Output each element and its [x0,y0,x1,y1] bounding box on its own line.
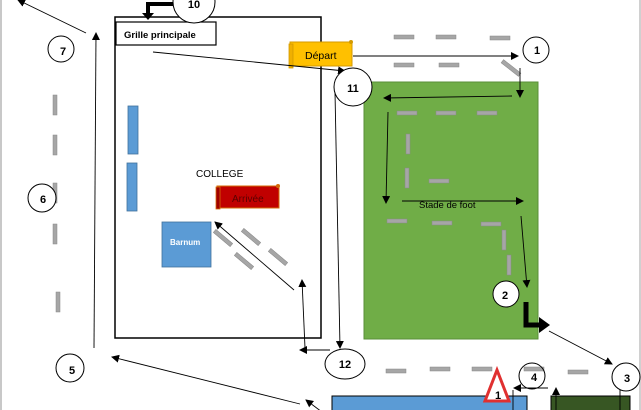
arrow-to-3 [548,330,613,365]
bottom-building [331,395,528,410]
bent-arrow-2 [523,302,550,333]
bent-arrow-10 [142,2,175,20]
dark-green-building [550,395,631,410]
tent [161,221,212,268]
route-arrows [17,0,621,410]
checkpoint-7[interactable]: 7 [47,35,75,63]
finish-label: Arrivée [232,194,264,205]
start-label: Départ [305,50,337,62]
road-dash [396,110,418,116]
road-dash [52,134,58,156]
road-dash [435,34,457,40]
checkpoint-2-label: 2 [502,290,508,302]
road-dash [476,110,498,116]
main-gate-label: Grille principale [124,30,196,41]
checkpoint-6[interactable]: 6 [27,183,57,213]
road-dash [428,178,450,184]
school-label: COLLEGE [196,169,244,180]
checkpoint-12-label: 12 [339,359,351,371]
arrow-7-out [17,0,87,34]
road-dash [506,254,512,276]
road-dash [431,220,453,226]
left-edge [0,0,2,410]
road-dash [385,368,407,374]
road-dash [480,221,502,227]
road-dash [405,133,411,155]
right-edge [639,0,641,410]
road-dash [435,110,457,116]
arrow-11-to-12 [334,91,344,349]
checkpoint-1-label: 1 [534,45,540,57]
road-dash [52,94,58,116]
arrow-5-to-7 [91,32,100,349]
arrow-to-2 [520,215,531,288]
building-block-1 [127,105,139,155]
checkpoint-11-label: 11 [347,83,359,95]
checkpoint-3-label: 3 [624,373,630,385]
stadium-label: Stade de foot [419,200,476,211]
checkpoint-4[interactable]: 4 [518,362,546,390]
checkpoint-3[interactable]: 3 [611,362,641,392]
road-dash [212,229,234,247]
arrow-stadium-down [382,111,391,204]
building-block-2 [126,162,138,212]
start-banner: Départ [288,40,353,69]
arrow-gate-to-11 [152,51,346,75]
road-dash [52,223,58,245]
road-dash [386,218,408,224]
checkpoint-11[interactable]: 11 [333,67,373,107]
warning-sign: 1 [482,365,512,403]
road-dash [471,366,493,372]
checkpoint-2[interactable]: 2 [492,280,520,308]
finish-banner: Arrivée [215,184,280,210]
arrow-corner [305,399,321,410]
arrow-stadium-left [383,93,513,102]
warning-sign-text: 1 [495,390,501,402]
checkpoint-6-label: 6 [40,194,46,206]
checkpoint-10[interactable]: 10 [172,0,216,24]
road-dash [500,59,522,77]
road-dash [55,291,61,313]
college-building [114,16,322,339]
road-dash [567,369,589,375]
checkpoint-1[interactable]: 1 [522,36,550,64]
checkpoint-4-label: 4 [531,372,538,384]
road-dash [393,62,415,68]
road-dash [489,35,511,41]
arrow-to-finish [214,221,295,291]
checkpoint-12[interactable]: 12 [324,348,366,380]
road-dash [404,167,410,189]
road-dash [523,366,545,372]
road-markings [52,34,589,375]
road-dash [438,62,460,68]
tent-label: Barnum [170,238,200,247]
road-dash [393,34,415,40]
arrow-up-to-path [298,279,307,349]
checkpoint-5-label: 5 [69,365,75,377]
checkpoint-7-label: 7 [60,46,66,58]
road-dash [240,228,262,246]
checkpoint-5[interactable]: 5 [55,353,85,383]
road-dash [501,229,507,251]
arrow-to-5 [111,354,301,405]
road-dash [429,366,451,372]
main-gate-box [115,21,217,46]
road-dash [267,248,289,266]
road-dash [233,252,255,270]
checkpoint-10-label: 10 [188,0,200,11]
